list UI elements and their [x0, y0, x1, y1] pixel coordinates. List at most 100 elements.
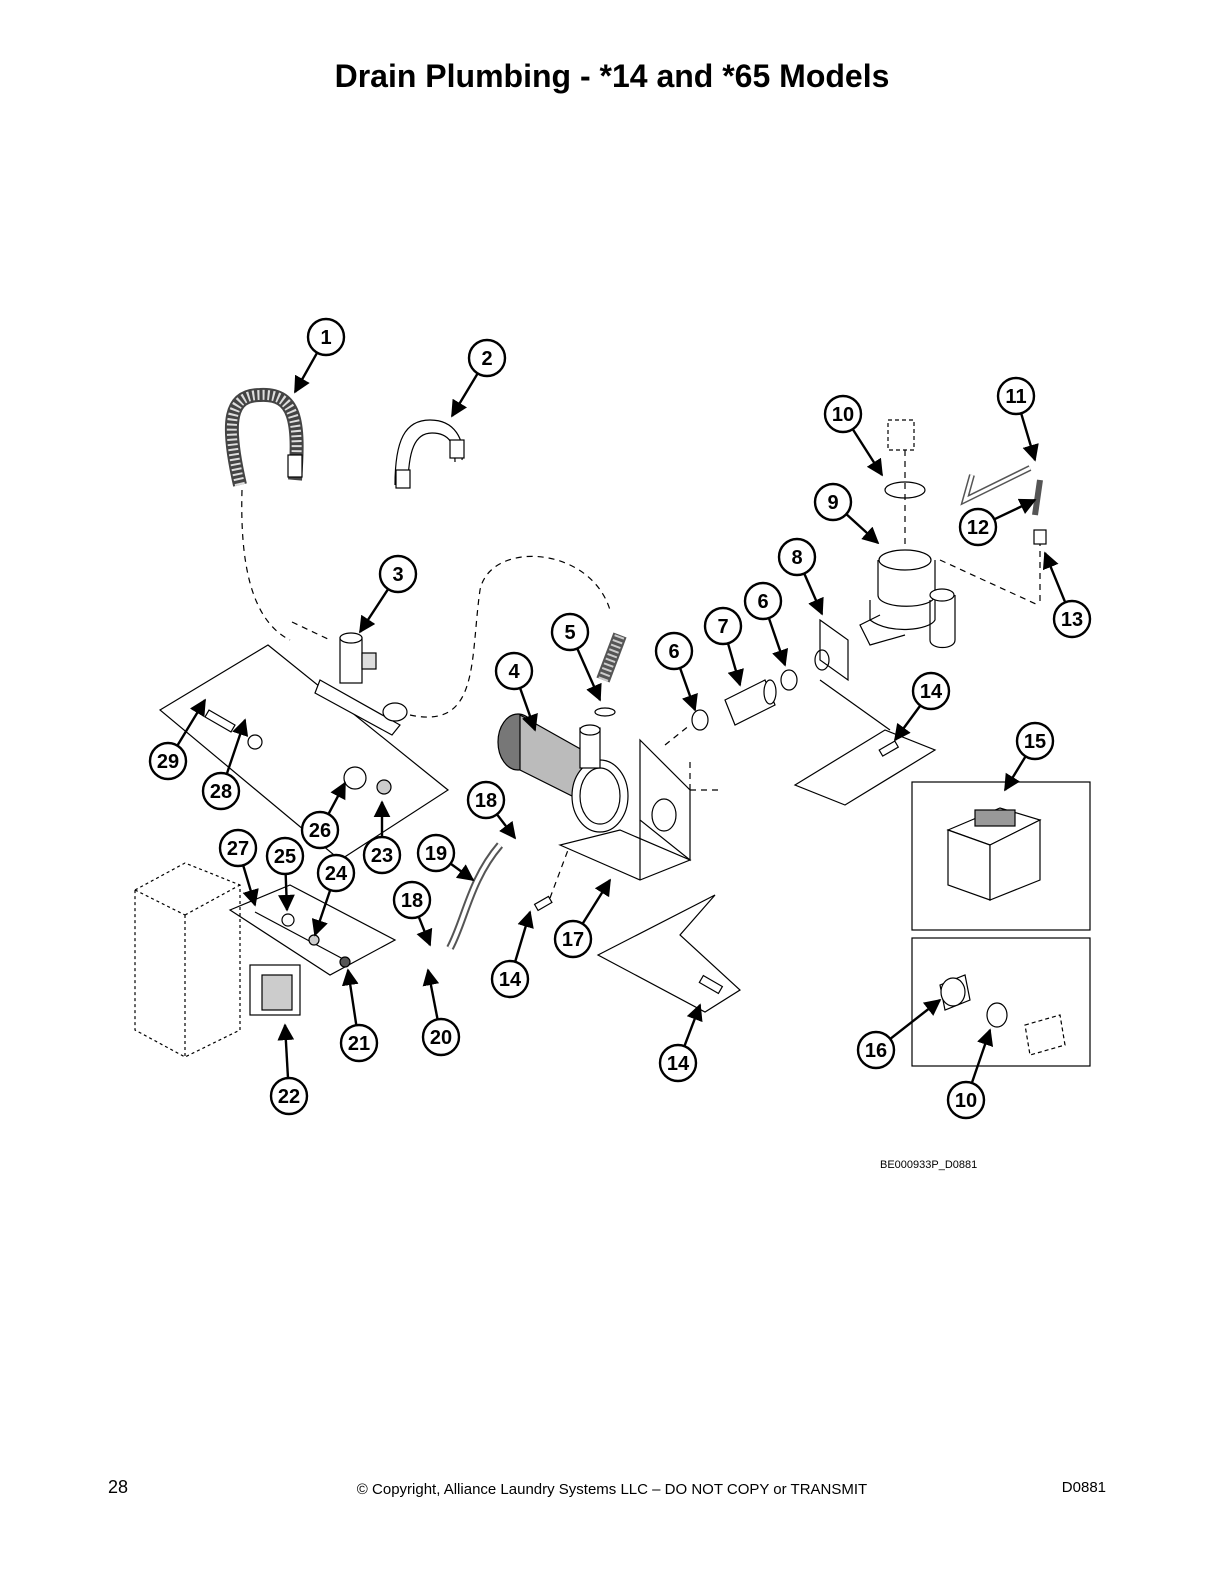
- callout-number: 13: [1061, 609, 1083, 631]
- callout-arrow: [845, 513, 880, 545]
- document-code: D0881: [1061, 1479, 1106, 1496]
- callout-number: 17: [562, 929, 584, 951]
- callout-arrow: [293, 352, 319, 394]
- callout-circle: [339, 1023, 379, 1063]
- callout-number: 3: [392, 564, 403, 586]
- callout-number: 8: [791, 547, 802, 569]
- callout-arrow: [1019, 412, 1039, 462]
- callout-arrow: [678, 667, 698, 712]
- page-number: 28: [108, 1477, 129, 1497]
- callout-arrow: [513, 910, 534, 963]
- callout-circle: [392, 880, 432, 920]
- callout-circle: [911, 671, 951, 711]
- callout-circle: [494, 651, 534, 691]
- callout-circle: [1015, 721, 1055, 761]
- callout-arrow: [422, 968, 440, 1020]
- callout-number: 7: [717, 616, 728, 638]
- callout-number: 5: [564, 622, 575, 644]
- page-title: Drain Plumbing - *14 and *65 Models: [334, 58, 890, 94]
- callout-number: 25: [274, 846, 296, 868]
- callout-circle: [946, 1080, 986, 1120]
- callout-number: 11: [1005, 386, 1026, 408]
- callout-number: 4: [508, 661, 520, 683]
- callout-arrow: [449, 862, 475, 881]
- callout-arrow: [726, 642, 744, 687]
- callout-number: 18: [401, 890, 423, 912]
- callout-arrow: [993, 498, 1037, 521]
- callout-number: 1: [320, 327, 331, 349]
- callout-circle: [467, 338, 507, 378]
- callout-arrow: [1003, 755, 1027, 792]
- callout-arrow: [277, 1023, 295, 1079]
- callout-arrow: [176, 698, 207, 747]
- callout-arrow: [358, 588, 390, 634]
- callout-circle: [958, 507, 998, 547]
- callout-arrow: [278, 873, 295, 912]
- callout-circle: [421, 1017, 461, 1057]
- callout-arrow: [495, 813, 517, 840]
- callout-arrow: [683, 1003, 703, 1047]
- hose-bracket-part: [394, 419, 465, 489]
- tee-fitting-part: [158, 621, 450, 861]
- callout-number: 26: [309, 820, 331, 842]
- callout-arrow: [341, 968, 359, 1026]
- drain-hose-part: [224, 387, 304, 487]
- callout-arrow: [241, 864, 259, 907]
- callout-arrow: [416, 916, 433, 947]
- callout-number: 10: [955, 1090, 977, 1112]
- drain-pump-part: [497, 713, 629, 833]
- callout-arrow: [889, 998, 942, 1040]
- callout-number: 29: [157, 751, 179, 773]
- callout-circle: [703, 606, 743, 646]
- callout-circle: [306, 317, 346, 357]
- callout-arrow: [970, 1028, 994, 1084]
- callout-circle: [856, 1030, 896, 1070]
- callout-circle: [743, 581, 783, 621]
- callout-number: 14: [499, 969, 522, 991]
- callout-circle: [148, 741, 188, 781]
- callout-number: 23: [371, 845, 393, 867]
- figure-reference: BE000933P_D0881: [880, 1159, 978, 1171]
- callout-circle: [265, 836, 305, 876]
- copyright-notice: © Copyright, Alliance Laundry Systems LL…: [356, 1481, 868, 1498]
- callout-circle: [553, 919, 593, 959]
- callout-circle: [658, 1043, 698, 1083]
- callout-circle: [362, 835, 402, 875]
- callout-circle: [777, 537, 817, 577]
- callout-arrow: [327, 781, 347, 815]
- callout-arrow: [518, 687, 538, 732]
- callout-circle: [466, 780, 506, 820]
- callout-arrow: [851, 428, 884, 477]
- callout-number: 18: [475, 790, 497, 812]
- callout-arrow: [311, 889, 332, 937]
- callout-circle: [218, 828, 258, 868]
- callout-number: 14: [920, 681, 943, 703]
- callout-number: 14: [667, 1053, 690, 1075]
- callout-circle: [550, 612, 590, 652]
- control-box-inset: [911, 781, 1091, 931]
- callout-number: 12: [967, 517, 989, 539]
- coupling-inset: [911, 937, 1091, 1067]
- callout-number: 15: [1024, 731, 1046, 753]
- callout-number: 20: [430, 1027, 452, 1049]
- callout-number: 22: [278, 1086, 300, 1108]
- callout-circle: [300, 810, 340, 850]
- callout-circle: [813, 482, 853, 522]
- enclosure-part: [134, 862, 301, 1058]
- callout-circle: [201, 771, 241, 811]
- callout-number: 27: [227, 838, 249, 860]
- callout-arrow: [1042, 551, 1067, 603]
- callout-number: 19: [425, 843, 447, 865]
- callout-circle: [378, 554, 418, 594]
- callout-arrow: [894, 704, 922, 742]
- callout-circle: [416, 833, 456, 873]
- callout-number: 9: [827, 492, 838, 514]
- callout-number: 6: [757, 591, 768, 613]
- callout-circle: [996, 376, 1036, 416]
- callout-number: 6: [668, 641, 679, 663]
- callout-circle: [316, 853, 356, 893]
- callout-arrow: [576, 647, 602, 702]
- callout-number: 28: [210, 781, 232, 803]
